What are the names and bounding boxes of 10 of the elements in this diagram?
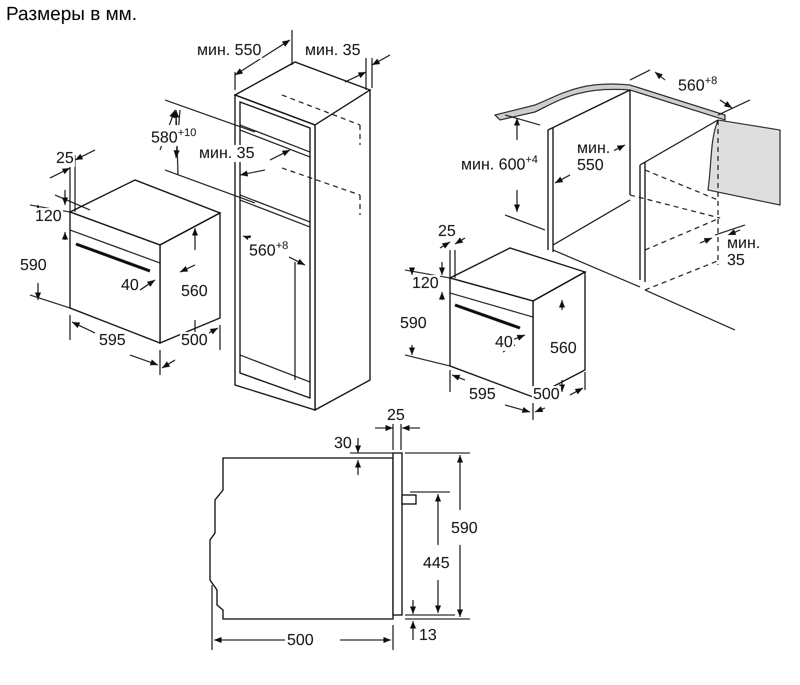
dimension-label: 500 [532,386,561,403]
dimension-label: 560$^{+8}$ [248,238,290,260]
heading: Размеры в мм. [6,4,138,26]
dimension-label: 25 [55,150,75,167]
dimension-label: мин. 35 [198,145,256,162]
dimension-label: 120 [34,208,63,225]
dimension-label: 40 [494,334,514,351]
dimension-label: 25 [386,407,406,424]
dimension-label: мин. 550 [196,42,262,59]
dimension-label: 580$^{+10}$ [150,125,198,146]
